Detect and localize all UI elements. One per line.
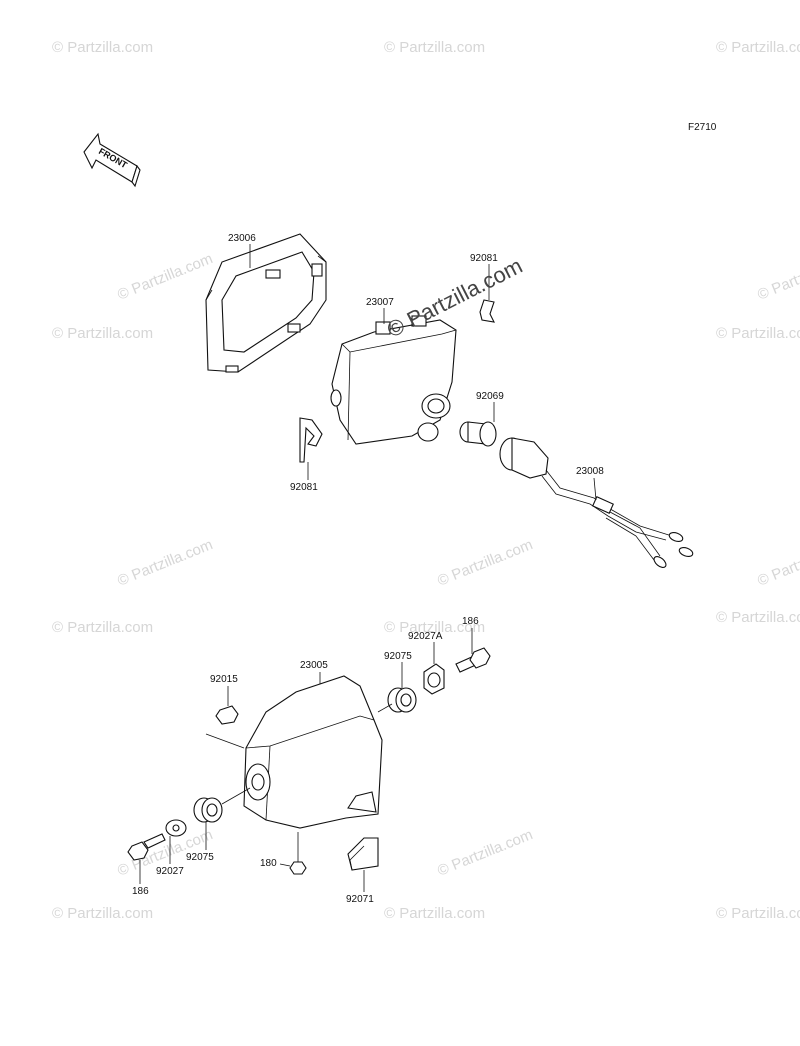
bolt-right (455, 647, 491, 673)
watermark: © Partzilla.com (52, 619, 153, 636)
part-label-grommet-right[interactable]: 92075 (384, 651, 412, 662)
front-arrow-icon: FRONT (83, 132, 141, 188)
rim-tab (287, 323, 301, 333)
watermark: © Partzilla.com (716, 325, 800, 342)
rim-tab (225, 365, 239, 373)
watermark: © Partzilla.com (755, 250, 800, 304)
part-label-washer-left[interactable]: 92027 (156, 866, 184, 877)
watermark: © Partzilla.com (384, 905, 485, 922)
socket-harness (499, 437, 694, 568)
watermark: © Partzilla.com (384, 39, 485, 56)
watermark: © Partzilla.com (52, 905, 153, 922)
rim-tab (265, 269, 281, 279)
bracket (347, 837, 379, 871)
watermark: © Partzilla.com (435, 536, 535, 590)
part-label-socket-harness[interactable]: 23008 (576, 466, 604, 477)
watermark: © Partzilla.com (384, 619, 485, 636)
part-label-nut[interactable]: 92015 (210, 674, 238, 685)
lamp-tab (375, 321, 391, 335)
grommet-left (193, 797, 223, 823)
watermark: © Partzilla.com (716, 39, 800, 56)
lamp-tab (411, 315, 427, 327)
washer-right (423, 663, 445, 695)
part-label-grommet-left[interactable]: 92075 (186, 852, 214, 863)
bulb (459, 421, 497, 447)
watermark: © Partzilla.com (52, 325, 153, 342)
part-label-clip-left[interactable]: 92081 (290, 482, 318, 493)
part-label-housing[interactable]: 23005 (300, 660, 328, 671)
watermark: © Partzilla.com (716, 609, 800, 626)
nut (215, 705, 239, 725)
headlight-housing (243, 675, 383, 829)
watermark: © Partzilla.com (755, 536, 800, 590)
screw (289, 832, 307, 875)
headlight-rim (205, 233, 327, 373)
washer-left (165, 819, 187, 837)
part-label-bulb[interactable]: 92069 (476, 391, 504, 402)
wire-clip-left (299, 417, 323, 463)
watermark: © Partzilla.com (115, 536, 215, 590)
wire-clip-top (479, 299, 495, 323)
watermark: © Partzilla.com (52, 39, 153, 56)
lamp-unit (330, 315, 457, 445)
watermark: © Partzilla.com (115, 250, 215, 304)
watermark: © Partzilla.com (435, 826, 535, 880)
bolt-left (127, 833, 166, 861)
part-label-lamp-unit[interactable]: 23007 (366, 297, 394, 308)
part-label-rim[interactable]: 23006 (228, 233, 256, 244)
part-label-bolt-right[interactable]: 186 (462, 616, 479, 627)
watermarks: © Partzilla.com © Partzilla.com © Partzi… (52, 39, 800, 922)
watermark: © Partzilla.com (716, 905, 800, 922)
part-label-bolt-left[interactable]: 186 (132, 886, 149, 897)
figure-code: F2710 (688, 122, 717, 133)
part-label-clip-top[interactable]: 92081 (470, 253, 498, 264)
grommet-right (387, 687, 417, 713)
part-label-washer-right[interactable]: 92027A (408, 631, 443, 642)
rim-tab (311, 263, 323, 277)
part-label-screw[interactable]: 180 (260, 858, 277, 869)
part-label-bracket[interactable]: 92071 (346, 894, 374, 905)
